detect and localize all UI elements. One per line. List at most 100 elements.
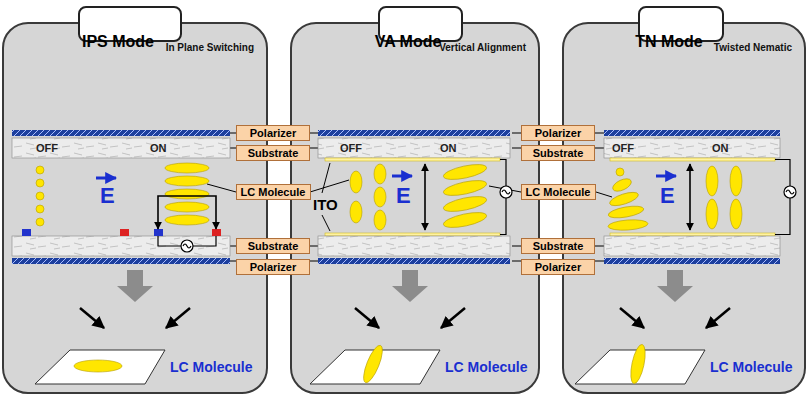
field-line — [689, 164, 691, 230]
va-cell — [318, 130, 510, 136]
layer-label-box: LC Molecule — [236, 184, 311, 200]
field-arrow — [656, 176, 676, 177]
panel-subtitle: Twisted Nematic — [714, 42, 792, 53]
tn-cell — [610, 158, 775, 161]
lc-molecule — [706, 199, 718, 229]
layer-label: LC Molecule — [526, 185, 591, 199]
lc-molecule — [442, 210, 488, 231]
lc-molecule — [374, 210, 386, 230]
va-cell — [325, 233, 500, 236]
leader-line — [512, 261, 612, 262]
orientation-sketch — [310, 270, 465, 384]
tn-cell — [604, 138, 780, 158]
lc-molecule — [442, 194, 488, 215]
leader-line — [222, 133, 324, 134]
field-label: E — [660, 184, 675, 208]
lc-molecule — [360, 343, 386, 385]
field-label: E — [396, 184, 411, 208]
lc-molecule — [706, 166, 718, 196]
mode-title: TN Mode — [635, 33, 703, 51]
orientation-sketch — [35, 270, 190, 384]
mode-title: IPS Mode — [82, 33, 154, 51]
mode-title-box: TN Mode — [638, 6, 724, 42]
tn-cell — [604, 130, 780, 264]
lc-molecule — [730, 166, 742, 196]
lc-molecule — [74, 343, 648, 385]
leader-line — [207, 184, 236, 192]
layer-label-box: Substrate — [236, 145, 310, 161]
state-label: OFF — [340, 142, 362, 155]
lc-molecule — [616, 168, 624, 176]
leader-line — [207, 133, 612, 261]
lc-molecule — [607, 204, 644, 220]
field-arrow — [96, 178, 116, 179]
lc-molecule — [607, 166, 742, 231]
field-label: E — [100, 184, 115, 208]
layer-label-box: Polarizer — [521, 125, 595, 141]
ips-cell — [12, 130, 230, 136]
layer-label: Polarizer — [535, 260, 581, 274]
ips-cell — [12, 236, 230, 256]
ac-source — [158, 236, 216, 252]
lc-molecule — [350, 171, 362, 193]
layer-label: Substrate — [248, 146, 299, 160]
orientation-sketch — [35, 270, 730, 384]
field-arrow — [392, 176, 412, 177]
layer-label: Substrate — [533, 146, 584, 160]
lc-molecule — [608, 190, 640, 209]
lc-molecule — [628, 343, 648, 385]
leader-line — [222, 246, 324, 247]
lc-molecule — [165, 215, 209, 225]
field-line — [158, 196, 216, 229]
mode-panel: TN ModeTwisted Nematic — [562, 22, 806, 394]
va-cell — [318, 138, 510, 158]
state-label: OFF — [36, 142, 58, 155]
lc-molecule — [374, 164, 386, 184]
lc-molecule — [165, 163, 209, 173]
orientation-sketch — [575, 270, 730, 384]
field-arrow — [656, 175, 676, 178]
field-line — [424, 164, 426, 230]
layer-label: Substrate — [248, 239, 299, 253]
layer-label-box: Polarizer — [236, 125, 310, 141]
ito-label: ITO — [313, 196, 338, 213]
lc-molecule — [165, 189, 209, 199]
state-label: ON — [712, 142, 729, 155]
panel-subtitle: In Plane Switching — [166, 42, 254, 53]
field-line — [158, 196, 216, 229]
lc-molecule — [442, 178, 488, 199]
va-cell — [318, 130, 510, 264]
electrode — [154, 229, 163, 236]
leader-line — [222, 148, 324, 149]
electrode — [22, 229, 31, 236]
mode-title-box: VA Mode — [378, 6, 463, 42]
lc-molecule — [36, 163, 209, 226]
lc-molecule — [36, 192, 44, 200]
ac-source — [786, 190, 794, 194]
ips-cell — [12, 130, 230, 264]
lc-molecule — [36, 205, 44, 213]
leader-line — [222, 261, 324, 262]
leader-line — [310, 180, 349, 192]
ac-source — [775, 160, 796, 235]
lc-molecule — [74, 360, 122, 372]
ips-cell — [12, 138, 230, 158]
ac-source — [181, 240, 193, 252]
lc-molecule — [730, 199, 742, 229]
tn-cell — [604, 130, 780, 136]
state-label: ON — [440, 142, 457, 155]
lc-molecule — [36, 166, 44, 174]
va-cell — [318, 236, 510, 256]
molecule-caption: LC Molecule — [170, 359, 252, 376]
molecule-caption: LC Molecule — [445, 359, 527, 376]
leader-line — [512, 246, 612, 247]
layer-label-box: LC Molecule — [521, 184, 596, 200]
layer-label: Polarizer — [250, 126, 296, 140]
layer-label: Polarizer — [535, 126, 581, 140]
lc-molecule — [374, 187, 386, 207]
layer-label-box: Substrate — [521, 145, 595, 161]
electrode — [22, 229, 221, 236]
field-arrow — [392, 175, 412, 178]
tn-cell — [610, 233, 775, 236]
